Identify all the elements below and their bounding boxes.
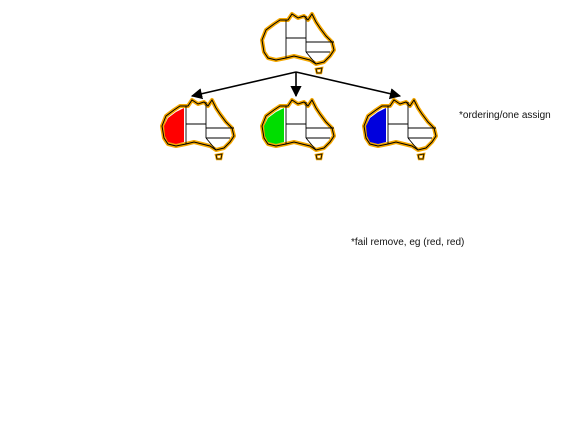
map-node-red [160, 98, 236, 161]
note-ordering: *ordering/one assign [459, 110, 551, 121]
arrows-level-1 [190, 71, 402, 100]
map-node-green [260, 98, 336, 161]
map-node-blue [362, 98, 438, 161]
region-wa-green [264, 108, 284, 144]
map-node-root [260, 12, 336, 75]
note-fail-remove: *fail remove, eg (red, red) [351, 237, 465, 248]
region-wa-red [164, 108, 184, 144]
region-wa-blue [366, 108, 386, 144]
